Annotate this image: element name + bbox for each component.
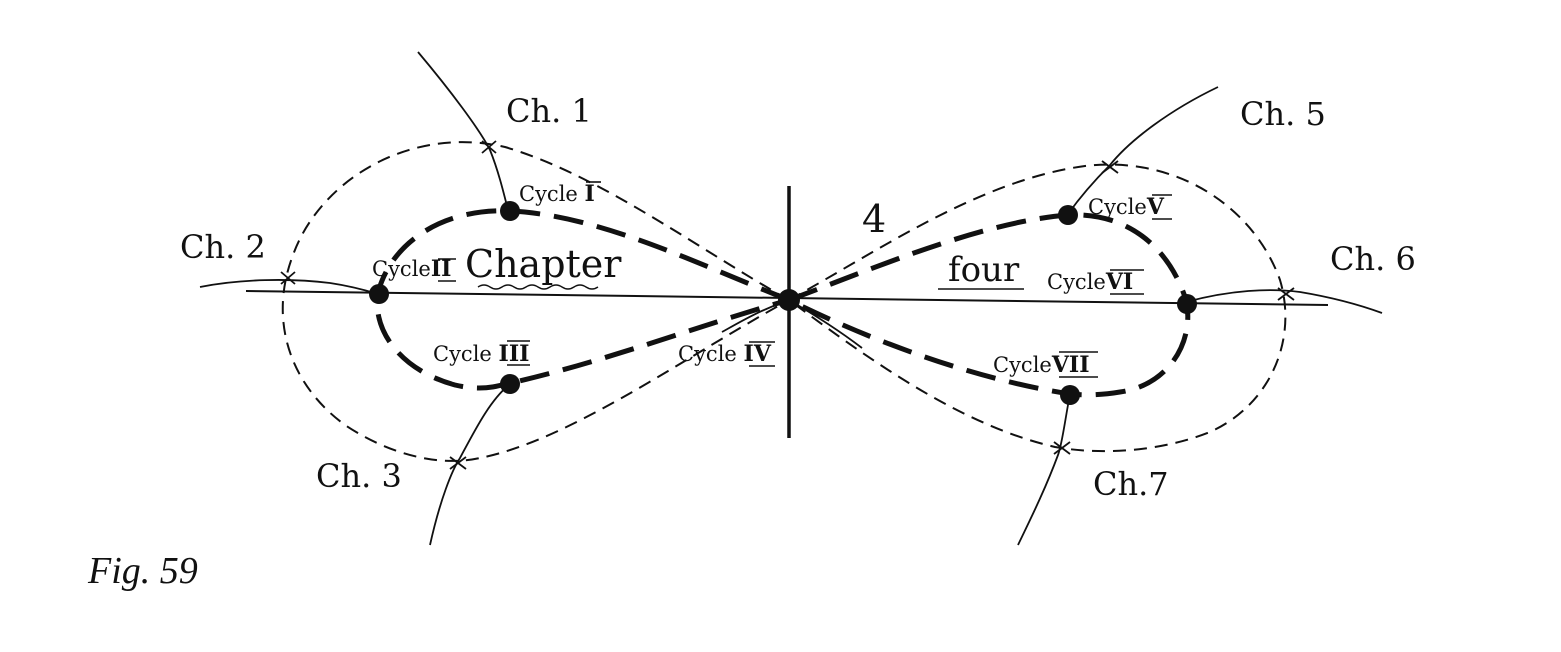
inner-loop-right — [782, 212, 1191, 398]
node-cycle-1 — [500, 201, 520, 221]
label-chapter: Chapter — [465, 242, 622, 286]
label-cycle-6: CycleVI — [1047, 269, 1133, 295]
label-ch-6: Ch. 6 — [1330, 240, 1416, 278]
node-cycle-2 — [369, 284, 389, 304]
thread-ch6 — [1185, 289, 1383, 314]
node-center — [778, 289, 800, 311]
label-ch-2: Ch. 2 — [180, 228, 266, 266]
label-cycle-2: CycleII — [372, 256, 451, 282]
thread-ch1 — [417, 51, 509, 211]
label-four: four — [948, 250, 1020, 290]
chapter-wavy-underline — [477, 284, 599, 290]
label-ch-3: Ch. 3 — [316, 457, 402, 495]
node-cycle-3 — [500, 374, 520, 394]
label-cycle-7: CycleVII — [993, 352, 1090, 378]
node-cycle-5 — [1058, 205, 1078, 225]
thread-ch3 — [429, 383, 511, 546]
node-cycle-6 — [1177, 294, 1197, 314]
figure-caption: Fig. 59 — [87, 550, 198, 592]
thread-center-tail-right — [788, 299, 863, 349]
thread-ch5 — [1067, 86, 1219, 215]
label-ch-7: Ch.7 — [1093, 465, 1169, 503]
label-cycle-3: Cycle III — [433, 341, 529, 367]
label-ch-5: Ch. 5 — [1240, 95, 1326, 133]
label-cycle-4: Cycle IV — [678, 341, 772, 367]
crossing-marks — [280, 140, 1295, 470]
thread-ch7 — [1017, 393, 1071, 546]
node-cycle-7 — [1060, 385, 1080, 405]
outer-loop-left — [281, 141, 792, 462]
label-number-four: 4 — [862, 197, 886, 241]
label-cycle-5: CycleV — [1088, 194, 1165, 220]
label-cycle-1: Cycle I — [519, 181, 595, 207]
inner-loop-left — [374, 208, 797, 391]
thread-ch2 — [199, 279, 379, 295]
label-ch-1: Ch. 1 — [506, 92, 592, 130]
outer-loop-right — [787, 163, 1287, 453]
